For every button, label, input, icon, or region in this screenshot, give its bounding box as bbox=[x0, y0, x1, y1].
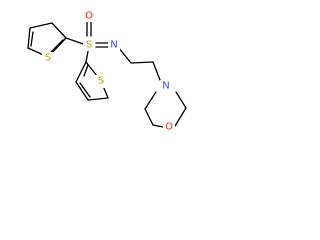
bond bbox=[144, 108, 154, 126]
bond-double-inner bbox=[83, 64, 89, 77]
bond bbox=[75, 61, 87, 83]
morpholine-nitrogen-label: N bbox=[162, 81, 169, 92]
bond bbox=[117, 46, 132, 64]
oxo-oxygen-label: O bbox=[85, 11, 93, 22]
bond bbox=[152, 61, 161, 81]
sulfur-center-label: S bbox=[86, 40, 92, 51]
bond bbox=[87, 97, 109, 101]
molecule-structure: O S N S S N O bbox=[27, 9, 187, 134]
bond-double-inner bbox=[50, 39, 64, 53]
bond bbox=[29, 22, 53, 29]
bond bbox=[51, 22, 67, 39]
bond-double-inner bbox=[30, 31, 34, 47]
thiophene-bottom-sulfur-label: S bbox=[98, 76, 104, 87]
imine-nitrogen-label: N bbox=[110, 40, 117, 51]
bond bbox=[130, 61, 154, 64]
bond bbox=[75, 81, 89, 101]
morpholine-oxygen-label: O bbox=[165, 122, 173, 133]
bond bbox=[27, 27, 31, 49]
label-bg bbox=[95, 75, 107, 88]
label-bg bbox=[108, 38, 120, 51]
label-bg bbox=[83, 38, 95, 51]
bond bbox=[175, 91, 187, 109]
molecule-structure-canvas: O S N S S N O bbox=[0, 0, 228, 148]
bond bbox=[152, 124, 164, 128]
label-bg bbox=[163, 121, 175, 134]
thiophene-top-sulfur-label: S bbox=[45, 53, 51, 64]
label-bg bbox=[83, 9, 95, 22]
bond bbox=[174, 107, 187, 127]
ethyl-linker bbox=[117, 46, 161, 81]
label-bg bbox=[160, 80, 172, 93]
atom-labels: O S N S S N O bbox=[42, 9, 175, 134]
bond bbox=[144, 91, 157, 110]
label-bg bbox=[42, 52, 54, 65]
morpholine-ring bbox=[144, 91, 187, 128]
bond-double-inner bbox=[79, 82, 91, 98]
